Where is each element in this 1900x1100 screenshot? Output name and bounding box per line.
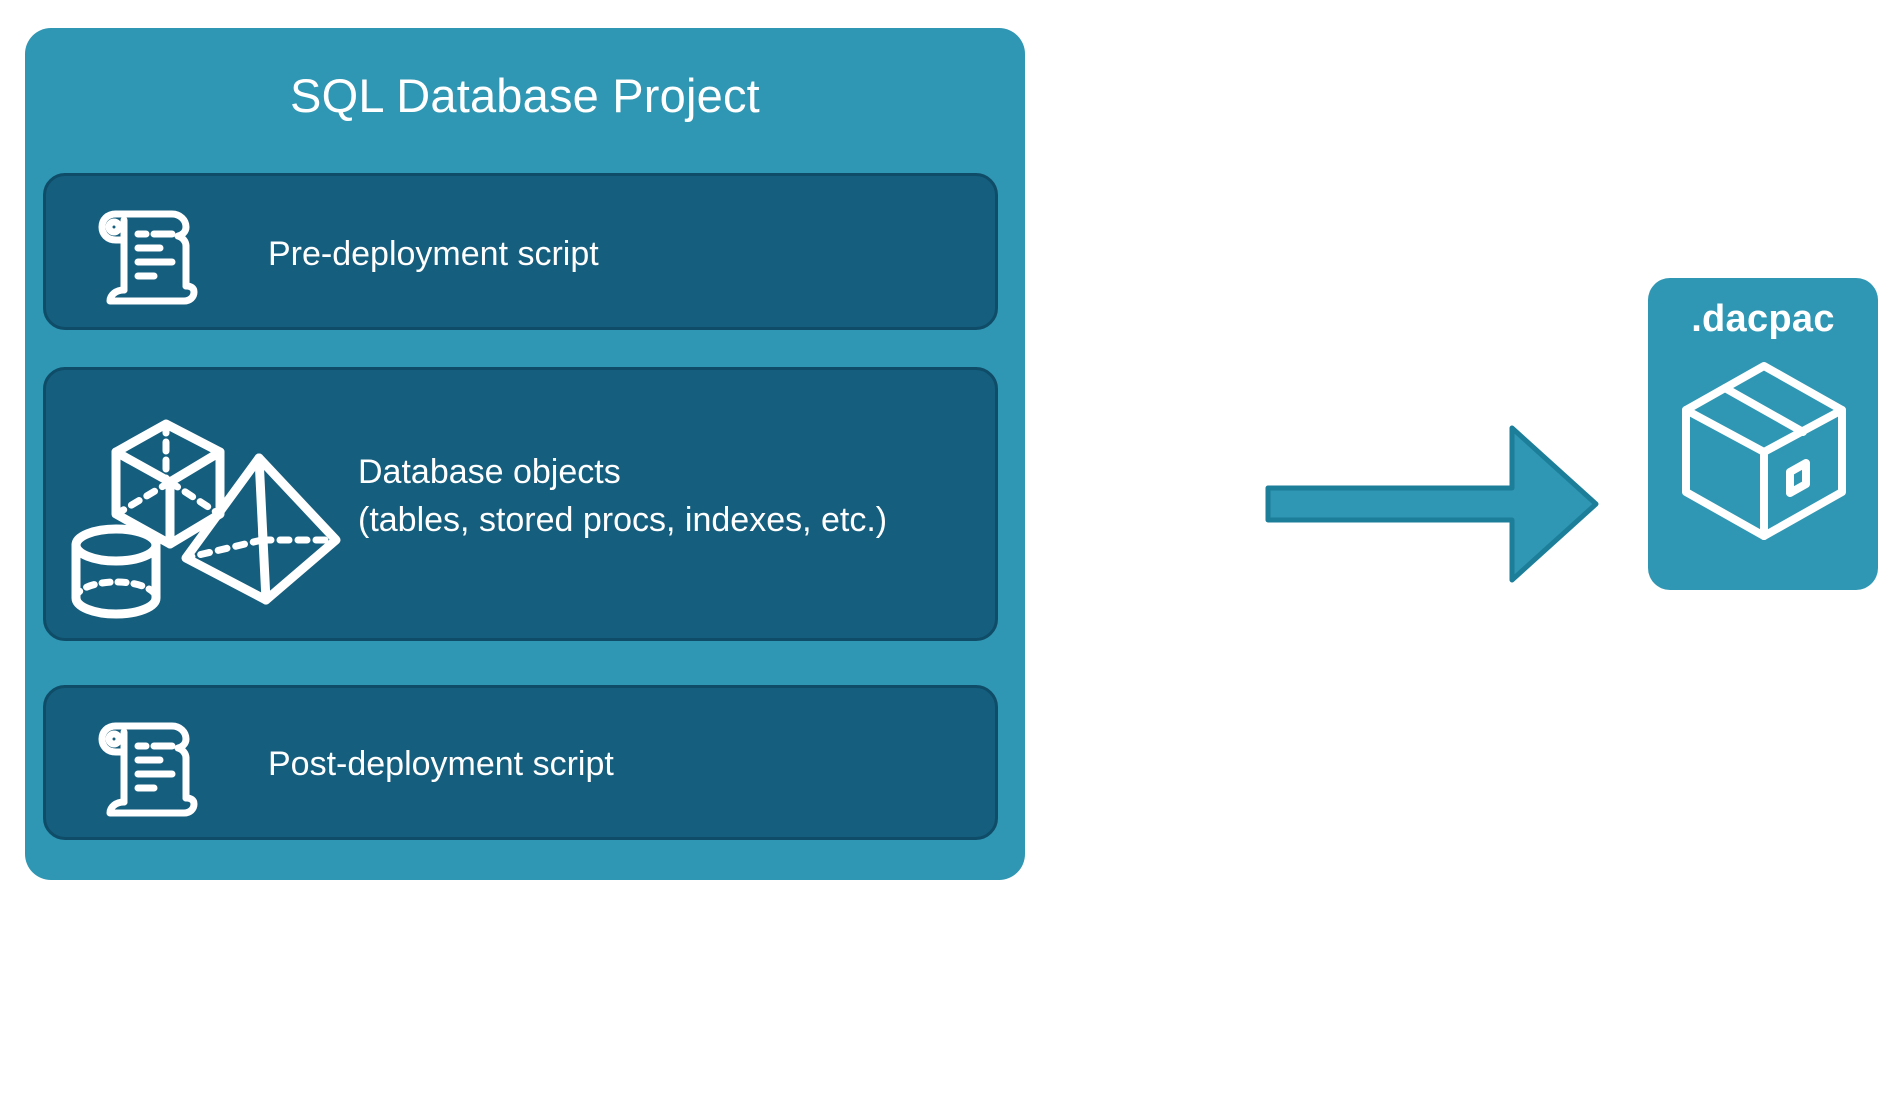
- package-box-icon: [1678, 360, 1850, 540]
- dacpac-label: .dacpac: [1691, 298, 1835, 340]
- dacpac-output-box[interactable]: .dacpac: [1648, 278, 1878, 590]
- build-arrow-label: build: [1305, 517, 1415, 568]
- card-post-deployment-label: Post-deployment script: [268, 745, 614, 783]
- card-database-objects-label: Database objects (tables, stored procs, …: [358, 453, 888, 540]
- 3d-shapes-icon: [54, 390, 344, 625]
- sql-database-project-container: SQL Database Project: [25, 28, 1025, 880]
- build-arrow-icon: [1262, 382, 1602, 627]
- page-title: SQL Database Project: [290, 69, 760, 122]
- scroll-icon: [94, 714, 204, 818]
- scroll-icon: [94, 202, 204, 306]
- card-database-objects[interactable]: Database objects (tables, stored procs, …: [43, 367, 998, 641]
- card-pre-deployment-label: Pre-deployment script: [268, 235, 599, 273]
- card-pre-deployment-script[interactable]: Pre-deployment script: [43, 173, 998, 330]
- card-post-deployment-script[interactable]: Post-deployment script: [43, 685, 998, 840]
